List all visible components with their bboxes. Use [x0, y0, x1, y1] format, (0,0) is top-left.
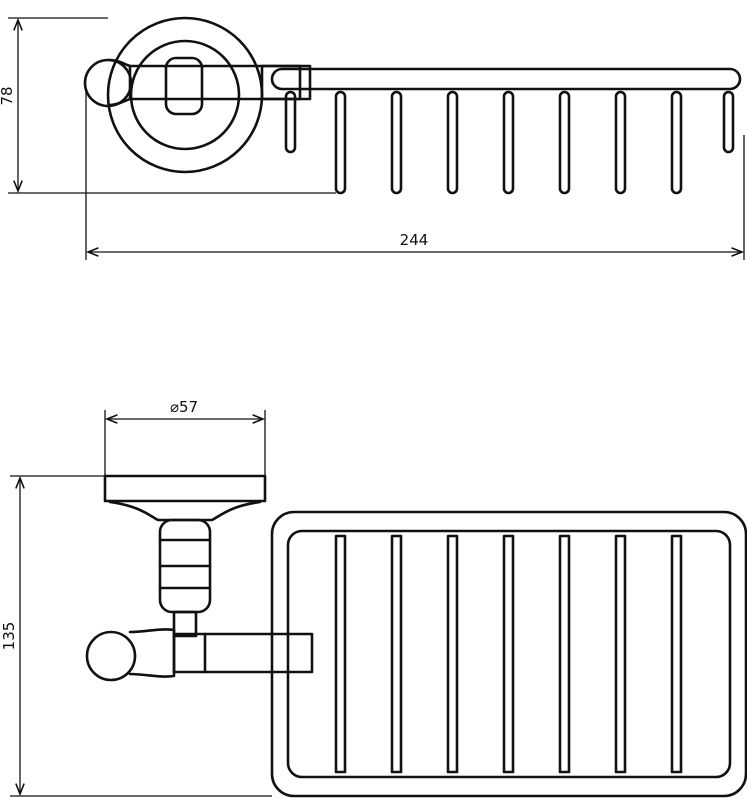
wire	[722, 90, 735, 154]
wire	[446, 90, 459, 195]
finial-knob	[85, 630, 137, 682]
dimension-135: 135	[0, 622, 18, 651]
wire	[390, 90, 403, 195]
wire	[670, 90, 683, 195]
wire	[284, 90, 297, 154]
wire	[502, 90, 515, 195]
slat	[502, 534, 515, 774]
slat	[558, 534, 571, 774]
basket-wires	[284, 90, 735, 195]
post-stem	[172, 610, 198, 638]
top-view: 78 244	[0, 16, 745, 260]
finial-neck	[128, 628, 176, 678]
mount-post	[164, 56, 204, 116]
arm-bar	[172, 632, 314, 674]
wire	[334, 90, 347, 195]
slat	[446, 534, 459, 774]
wire	[614, 90, 627, 195]
slat	[670, 534, 683, 774]
basket-slats	[334, 534, 683, 774]
side-view: ⌀57 135	[0, 398, 747, 798]
basket-rim	[270, 67, 742, 91]
slat	[334, 534, 347, 774]
dimension-57: ⌀57	[170, 398, 198, 416]
slat	[390, 534, 403, 774]
dimension-244: 244	[400, 231, 429, 249]
dimension-78: 78	[0, 86, 16, 105]
rosette-plate	[103, 474, 267, 503]
rosette-collar	[108, 500, 262, 522]
finial-knob	[83, 58, 133, 108]
wire	[558, 90, 571, 195]
basket-inner	[286, 529, 732, 779]
arm-bar	[128, 64, 302, 101]
slat	[614, 534, 627, 774]
basket-outer	[270, 510, 747, 798]
